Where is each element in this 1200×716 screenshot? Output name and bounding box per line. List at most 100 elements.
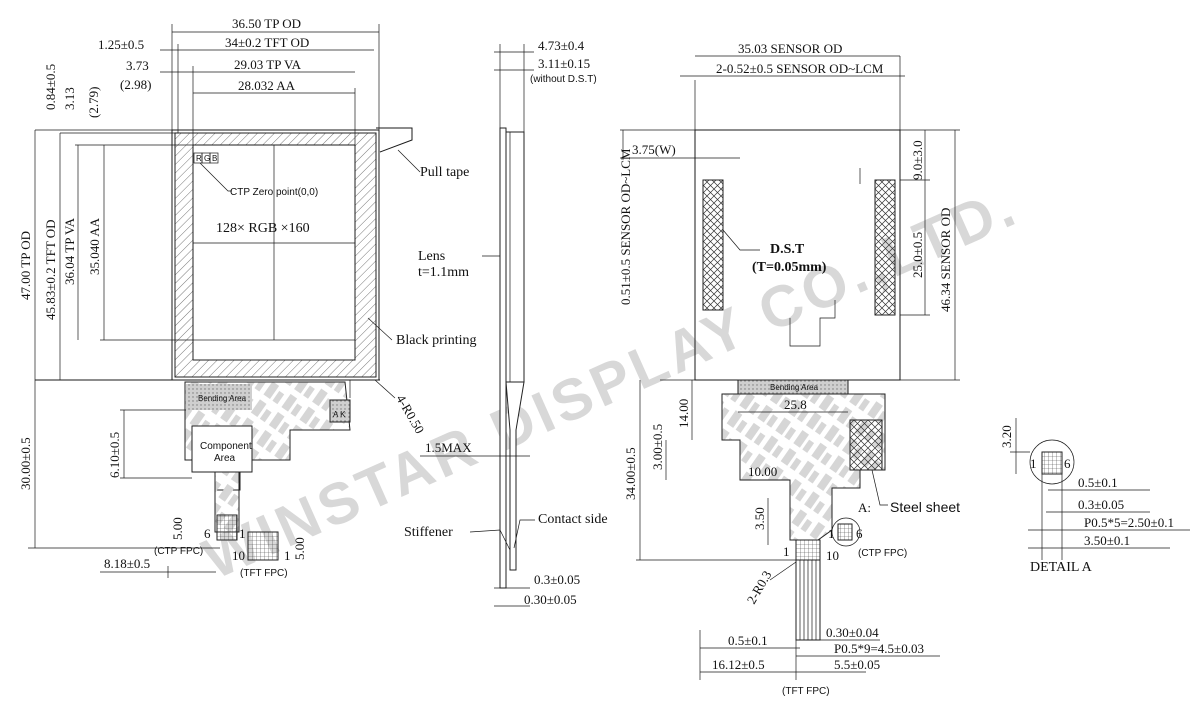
ctp-pin-1: 1 [239,526,246,541]
dst-right [874,179,896,316]
dim-v-300: 3.00±0.5 [650,424,665,470]
detail-a-title: DETAIL A [1030,560,1093,575]
dim-tft-od-h: 45.83±0.2 TFT OD [43,219,58,320]
rear-bending-label: Bending Area [770,383,819,392]
black-printing-label: Black printing [396,333,477,348]
dim-v-1400: 14.00 [676,399,691,428]
dim-w-1000: 10.00 [748,464,777,479]
dim-t-311: 3.11±0.15 [538,56,590,71]
detail-h-320: 3.20 [999,425,1014,448]
dim-w-258: 25.8 [784,397,807,412]
side-view: 4.73±0.4 3.11±0.15 (without D.S.T) Lens … [404,38,608,607]
rear-tft-pin-1: 1 [783,544,790,559]
detail-a-circle [831,517,861,547]
dst-label-2: (T=0.05mm) [752,260,827,275]
rgb-b: B [212,154,217,163]
rear-ctp-fpc-label: (CTP FPC) [858,548,907,559]
rear-view: 35.03 SENSOR OD 2-0.52±0.5 SENSOR OD~LCM… [618,41,960,697]
dim-offset-373: 3.73 [126,58,149,73]
dim-tft-w: 5.00 [292,537,307,560]
dim-offset-298: (2.98) [120,77,151,92]
dim-t-473: 4.73±0.4 [538,38,585,53]
ak-pad [329,399,351,423]
rgb-r: R [196,154,202,163]
rear-ctp-pin-6: 6 [856,526,863,541]
detail-a-marker: A: [858,500,871,515]
dim-v-084: 0.84±0.5 [43,64,58,110]
detail-pin-1: 1 [1030,456,1037,471]
dim-without-dst: (without D.S.T) [530,74,597,85]
stiffener-label: Stiffener [404,525,453,540]
detail-d-05: 0.5±0.1 [1078,475,1118,490]
contact-side-label: Contact side [538,512,608,527]
dim-v-90: 9.0±3.0 [910,140,925,180]
ctp-fpc-label: (CTP FPC) [154,546,203,557]
lens-label-1: Lens [418,249,445,264]
steel-sheet [849,419,883,471]
tft-pin-10: 10 [232,548,245,563]
side-lens [499,127,507,589]
dst-label-1: D.S.T [770,242,805,257]
dim-fpc-x: 8.18±0.5 [104,556,150,571]
dim-w-375: 3.75(W) [632,142,676,157]
detail-a-zoom-circle [1029,439,1075,485]
dim-tp-od-h: 47.00 TP OD [18,231,33,300]
dim-v-279: (2.79) [86,87,101,118]
dim-pitch: P0.5*9=4.5±0.03 [834,641,924,656]
dim-radius: 4-R0.50 [393,392,427,436]
tft-fpc-label: (TFT FPC) [240,568,288,579]
component-area [191,425,253,473]
ctp-pin-6: 6 [204,526,211,541]
dim-v-3400: 34.00±0.5 [623,447,638,500]
dim-max-15: 1.5MAX [425,440,472,455]
rear-tft-pin-10: 10 [826,548,839,563]
pull-tape-label: Pull tape [420,165,469,180]
rgb-g: G [204,154,210,163]
detail-d-35: 3.50±0.1 [1084,533,1130,548]
dim-sensor-od-h: 46.34 SENSOR OD [938,208,953,312]
dim-aa-w: 28.032 AA [238,78,296,93]
dim-tp-va-w: 29.03 TP VA [234,57,302,72]
dim-sensor-lcm-v: 0.51±0.5 SENSOR OD~LCM [618,148,633,305]
rear-tft-fpc-label: (TFT FPC) [782,686,830,697]
lens-label-2: t=1.1mm [418,265,469,280]
dim-tft-od-w: 34±0.2 TFT OD [225,35,309,50]
dim-fpc-len: 30.00±0.5 [18,437,33,490]
dst-left [702,179,724,311]
dim-p-030: 0.30±0.04 [826,625,879,640]
dim-r-03: 2-R0.3 [744,568,775,606]
bending-area-label: Bending Area [198,394,247,403]
component-label-1: Component [200,441,252,452]
pull-tape [376,127,413,153]
dim-sensor-lcm: 2-0.52±0.5 SENSOR OD~LCM [716,61,884,76]
dim-v-250: 25.0±0.5 [910,232,925,278]
steel-sheet-label: Steel sheet [890,499,960,515]
dim-tp-od-w: 36.50 TP OD [232,16,301,31]
detail-pin-6: 6 [1064,456,1071,471]
dim-w-55: 5.5±0.05 [834,657,880,672]
detail-a: 1 6 3.20 0.5±0.1 0.3±0.05 P0.5*5=2.50±0.… [999,418,1190,575]
rear-ctp-pin-1: 1 [828,526,835,541]
dim-sensor-od-w: 35.03 SENSOR OD [738,41,842,56]
zero-point-label: CTP Zero point(0,0) [230,187,318,198]
dim-v-350: 3.50 [752,507,767,530]
dim-ctp-w: 5.00 [170,517,185,540]
dim-t-030: 0.30±0.05 [524,592,577,607]
bending-area [186,384,252,410]
dim-aa-h: 35.040 AA [87,217,102,275]
dim-t-03a: 0.3±0.05 [534,572,580,587]
dim-w-1612: 16.12±0.5 [712,657,765,672]
tft-fpc-contacts [247,531,279,561]
detail-pitch: P0.5*5=2.50±0.1 [1084,515,1174,530]
dim-tp-va-h: 36.04 TP VA [62,217,77,285]
ak-label: A K [333,410,346,419]
detail-d-03: 0.3±0.05 [1078,497,1124,512]
ctp-fpc-contacts [216,514,238,541]
dim-v-313: 3.13 [62,87,77,110]
detail-a-contacts [1041,451,1063,475]
dim-comp-h: 6.10±0.5 [107,432,122,478]
side-module [505,131,525,383]
dim-offset-125: 1.25±0.5 [98,37,144,52]
